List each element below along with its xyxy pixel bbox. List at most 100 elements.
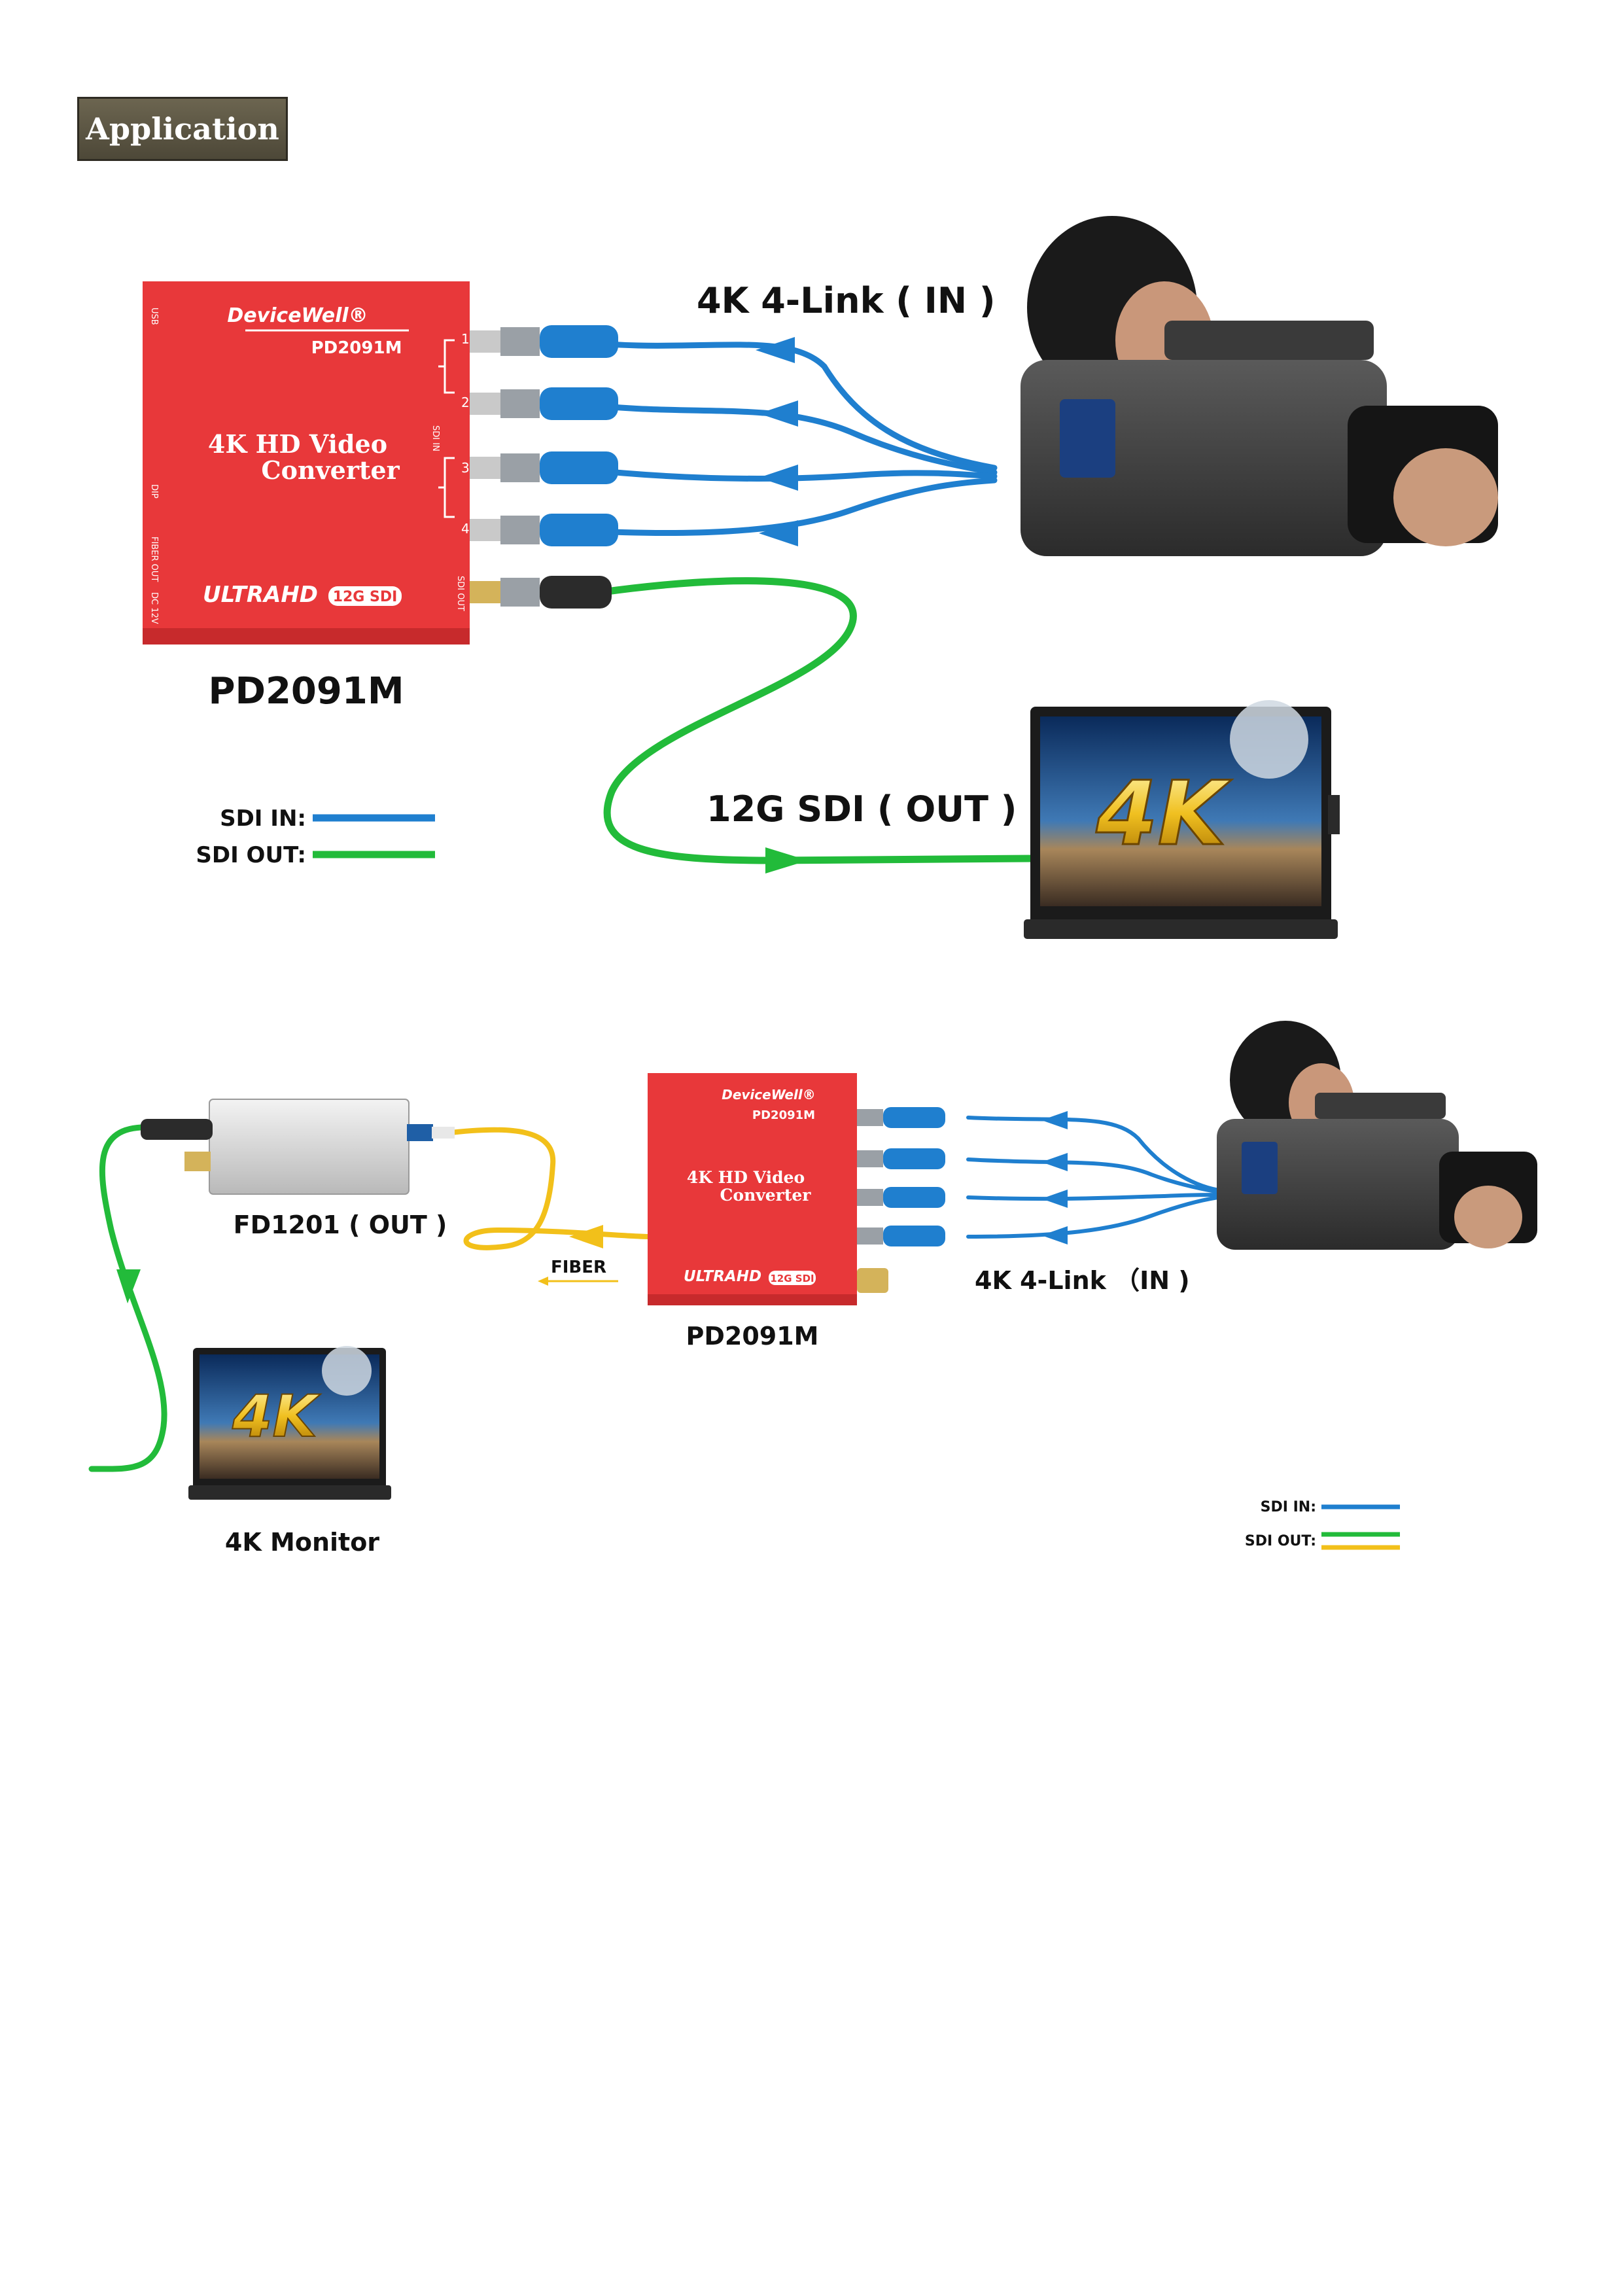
device-2-model: PD2091M <box>752 1108 815 1122</box>
arrow-in-2-1 <box>1041 1111 1068 1129</box>
monitor-base <box>1024 919 1338 939</box>
camera-operator-2 <box>1217 1021 1537 1250</box>
fd1201-fiber-plug <box>432 1127 455 1139</box>
fd1201-caption: FD1201 ( OUT ) <box>234 1210 447 1239</box>
legend-1-sdi-in-label: SDI IN: <box>220 805 306 832</box>
camera-2-handle <box>1315 1093 1446 1119</box>
monitor-2: 4K <box>188 1346 391 1500</box>
fd1201-fiber-port <box>407 1124 433 1141</box>
device-ultrahd: ULTRAHD <box>203 582 318 608</box>
device-2-ultrahd: ULTRAHD <box>684 1268 761 1285</box>
sdi-in-cable-2-4 <box>966 1195 1225 1239</box>
arrow-in-4 <box>759 520 798 546</box>
bnc-connector-2 <box>470 387 618 420</box>
sdi-in-cable-2-1 <box>966 1116 1225 1193</box>
arrow-out <box>765 847 808 874</box>
operator-2-hand <box>1454 1186 1522 1248</box>
out-label-1: 12G SDI ( OUT ) <box>707 788 1017 830</box>
device-name-line2: Converter <box>261 455 400 485</box>
bnc-connector-1 <box>470 325 618 358</box>
port-bracket <box>438 339 455 518</box>
arrow-in-2 <box>759 400 798 427</box>
device-2-brand: DeviceWell® <box>722 1087 816 1103</box>
device-2-bnc-1 <box>857 1107 945 1128</box>
fd1201-bnc-top <box>141 1119 213 1140</box>
device-2-12g-badge <box>769 1271 816 1285</box>
port-number-1: 1 <box>461 331 470 347</box>
device-2-12g-badge-text: 12G SDI <box>770 1273 814 1284</box>
sdi-in-cable-2 <box>566 399 998 476</box>
device-2-bnc-2 <box>857 1148 945 1169</box>
legend-1: SDI IN: SDI OUT: <box>196 805 435 868</box>
fd1201-body <box>209 1099 410 1195</box>
monitor-4k-badge: 4K <box>1096 762 1232 865</box>
device-2-name-line1: 4K HD Video <box>687 1168 805 1187</box>
fd1201-device <box>141 1099 455 1195</box>
device-2-bnc-3 <box>857 1187 945 1208</box>
device-name-line1: 4K HD Video <box>208 429 387 459</box>
device-2-bnc-out <box>857 1268 888 1293</box>
monitor-bracket-right <box>1328 795 1340 834</box>
device-12g-badge-text: 12G SDI <box>333 589 398 605</box>
port-number-3: 3 <box>461 460 470 476</box>
arrow-in-1 <box>756 337 795 363</box>
monitor-2-base <box>188 1485 391 1500</box>
edge-label-fiber-out: FIBER OUT <box>149 537 159 582</box>
sdi-in-cables <box>566 337 998 537</box>
port-number-2: 2 <box>461 395 470 410</box>
monitor-2-4k-badge: 4K <box>232 1383 321 1450</box>
arrow-in-3 <box>759 465 798 491</box>
camera-operator-1 <box>1021 216 1498 556</box>
arrow-in-2-3 <box>1041 1190 1068 1208</box>
device-caption-2: PD2091M <box>686 1322 819 1351</box>
monitor-1: 4K <box>1024 700 1340 939</box>
camera-handle <box>1164 321 1374 360</box>
legend-2-sdi-out-label: SDI OUT: <box>1245 1533 1316 1549</box>
arrow-fiber <box>569 1225 603 1248</box>
fd1201-bnc-bottom <box>184 1152 211 1171</box>
device-12g-badge <box>328 586 402 606</box>
arrow-in-2-4 <box>1041 1226 1068 1245</box>
arrow-in-2-2 <box>1041 1153 1068 1171</box>
diagram-2: FIBER FD1201 ( OUT ) <box>88 1021 1537 1557</box>
sdi-out-cable-2 <box>88 1124 167 1472</box>
sdi-in-cable-4 <box>566 477 998 537</box>
application-header: Application <box>77 97 288 161</box>
bnc-connector-3 <box>470 451 618 484</box>
device-brand: DeviceWell® <box>227 304 368 327</box>
bnc-connector-out <box>470 576 612 609</box>
edge-label-sdi-out: SDI OUT <box>455 576 465 611</box>
device-2-body <box>648 1073 857 1305</box>
edge-label-sdi-in: SDI IN <box>430 425 440 451</box>
fiber-cable <box>442 1127 652 1250</box>
pd2091m-device-2: DeviceWell® PD2091M 4K HD Video Converte… <box>648 1073 945 1305</box>
sdi-in-arrows-2 <box>1041 1111 1068 1245</box>
device-2-name-line2: Converter <box>720 1186 812 1205</box>
fiber-label-arrowhead <box>538 1277 548 1286</box>
bnc-connector-4 <box>470 514 618 546</box>
sdi-in-cable-3 <box>566 465 998 482</box>
port-number-4: 4 <box>461 521 470 537</box>
legend-2: SDI IN: SDI OUT: <box>1245 1499 1400 1550</box>
monitor-2-planet <box>322 1346 372 1396</box>
device-2-edge <box>648 1294 857 1305</box>
application-title: Application <box>86 111 279 147</box>
sdi-in-arrows <box>756 337 798 546</box>
camera-lcd <box>1060 399 1115 478</box>
sdi-in-cables-2 <box>966 1116 1225 1239</box>
sdi-in-cable-1 <box>566 337 998 471</box>
fiber-label: FIBER <box>551 1258 606 1277</box>
sdi-in-cable-2-3 <box>966 1193 1225 1201</box>
monitor-planet <box>1230 700 1308 779</box>
device-2-bnc-4 <box>857 1226 945 1246</box>
edge-label-dc12v: DC 12V <box>149 592 159 624</box>
camera-2-lcd <box>1242 1142 1278 1194</box>
legend-1-sdi-out-label: SDI OUT: <box>196 842 306 868</box>
operator-hand <box>1393 448 1498 546</box>
device-caption-1: PD2091M <box>208 670 404 713</box>
in-label-1: 4K 4-Link ( IN ) <box>697 280 996 321</box>
sdi-out-cable <box>598 577 1038 864</box>
device-body <box>143 281 470 645</box>
